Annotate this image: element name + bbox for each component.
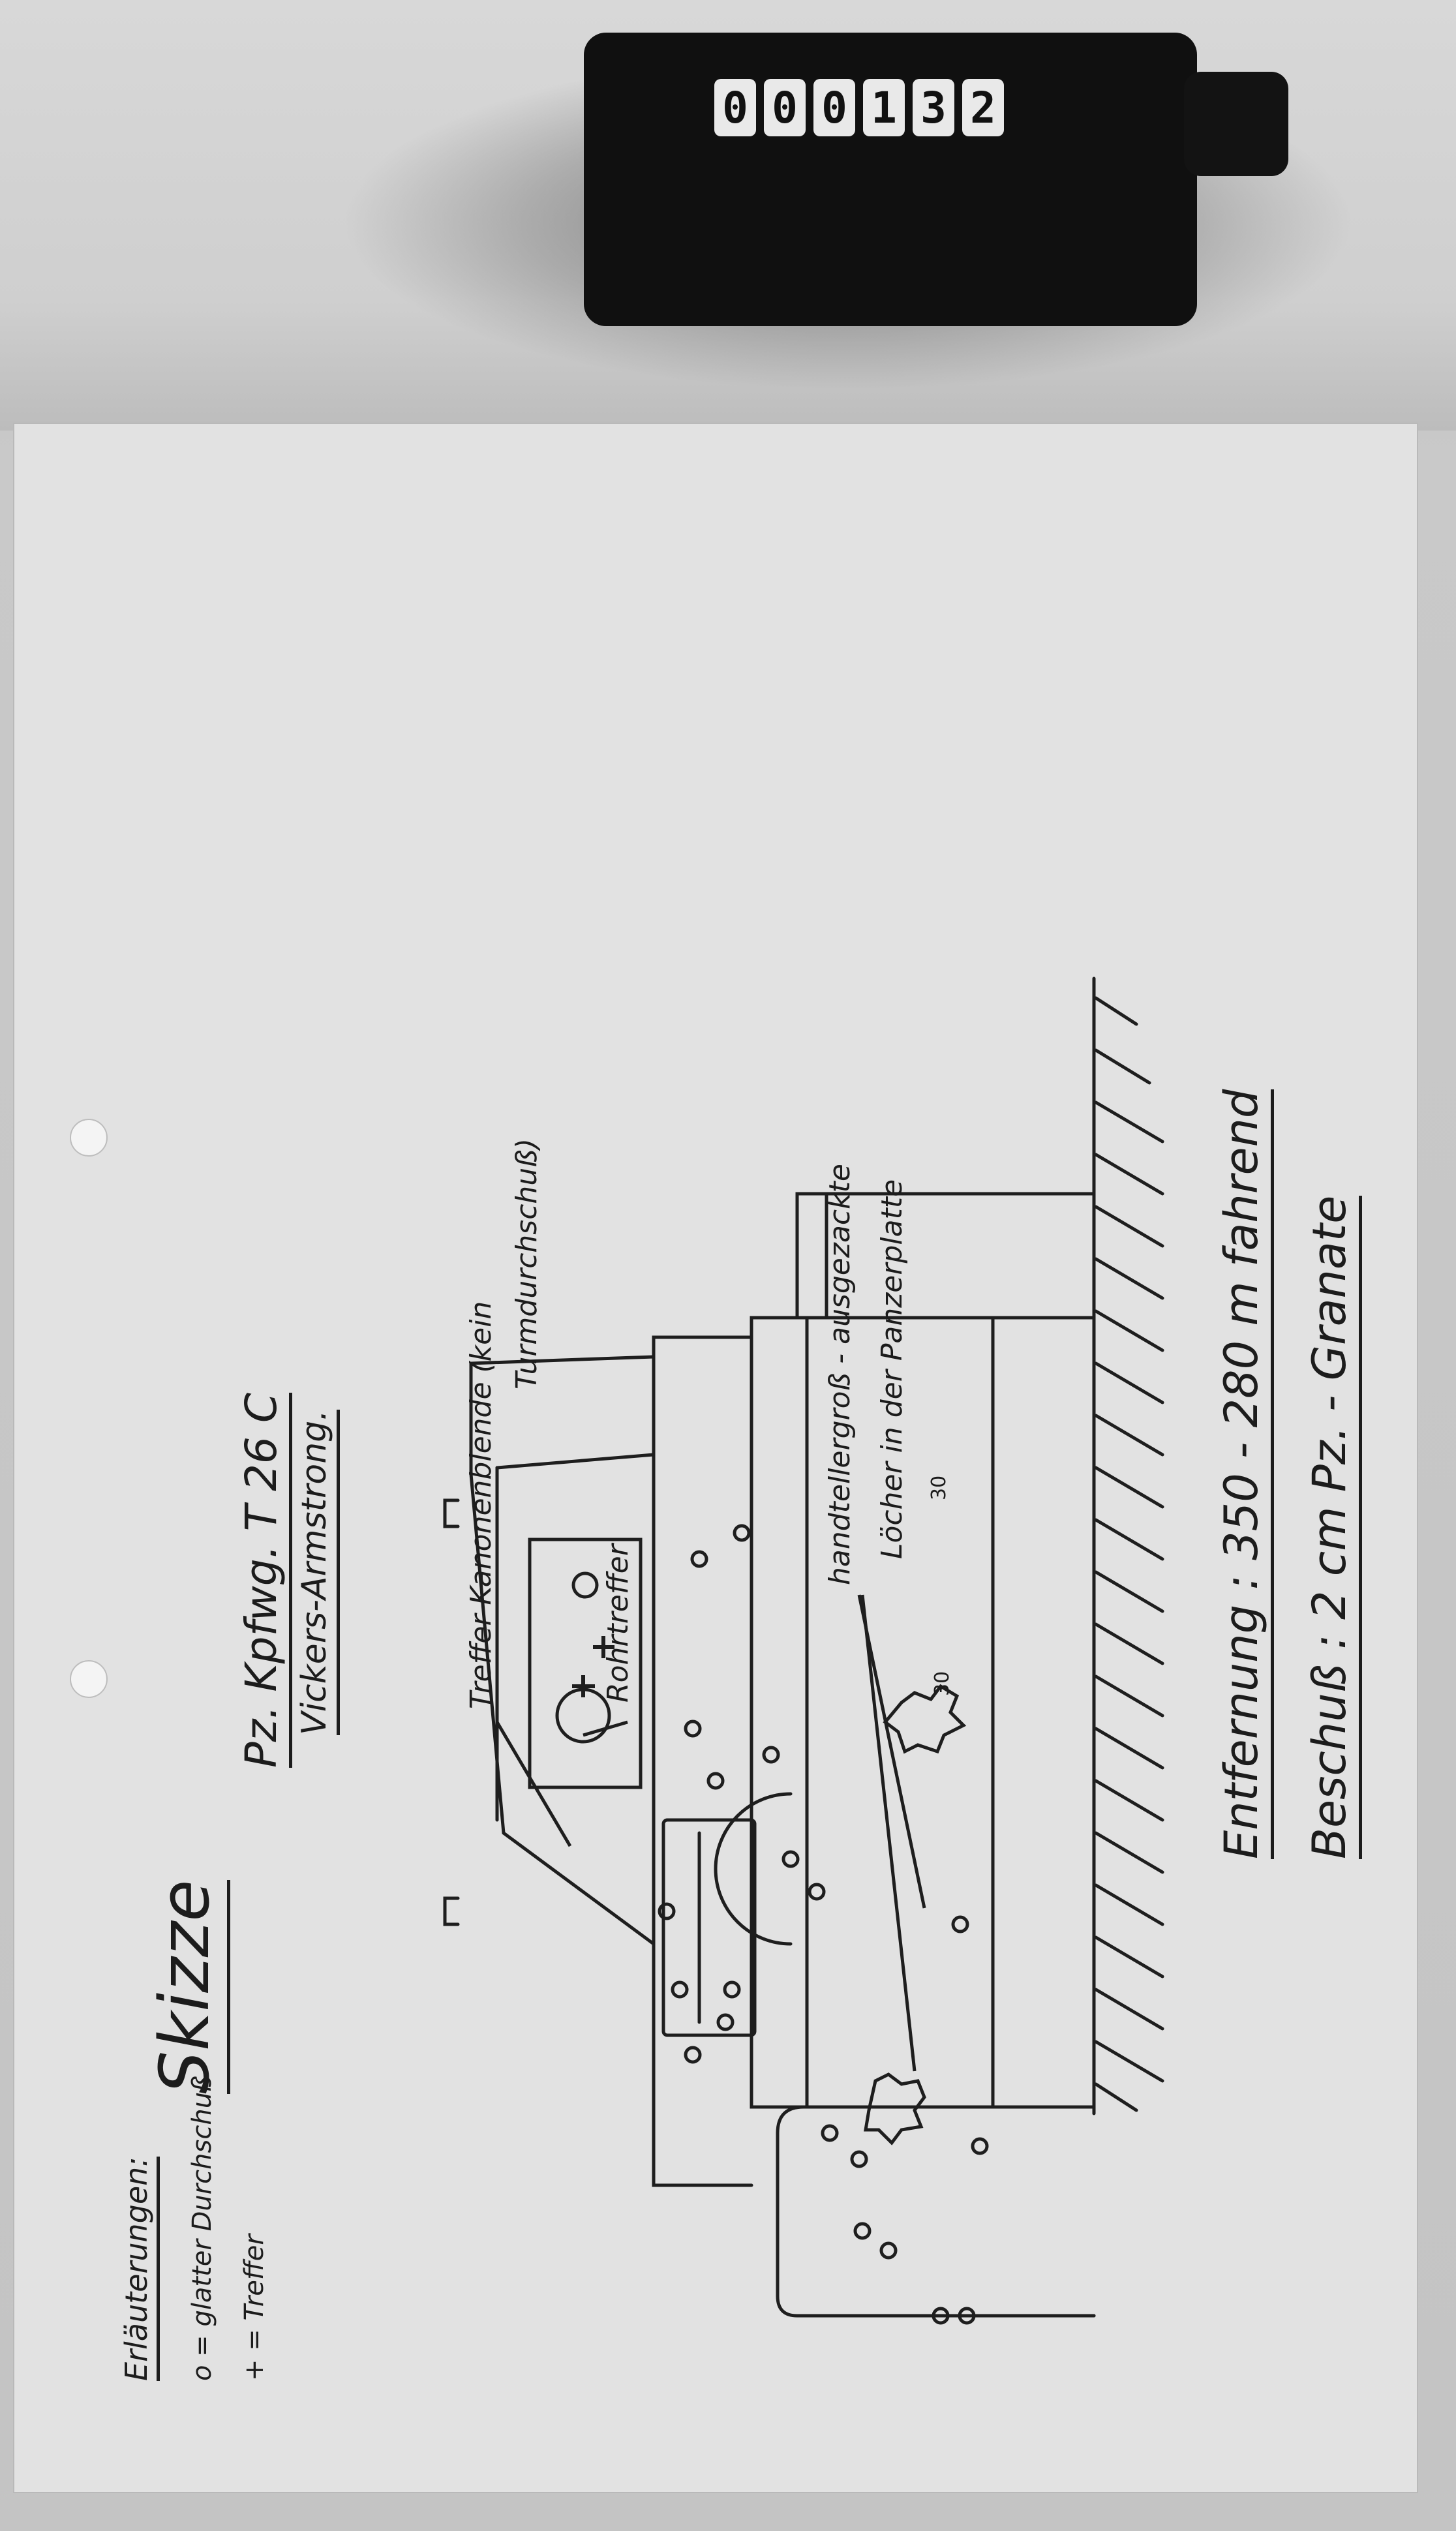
annotation-holes-line-2: Löcher in der Panzerplatte	[875, 1179, 909, 1559]
hole-size-label: 30	[928, 1476, 950, 1500]
vehicle-line-2: Vickers-Armstrong.	[295, 1410, 340, 1735]
counter-knob	[1184, 72, 1288, 176]
legend-item: o = glatter Durchschuß	[187, 2076, 217, 2381]
hole-size-label: 30	[931, 1671, 954, 1696]
punch-hole	[70, 1660, 108, 1698]
vehicle-maker: Vickers-Armstrong.	[295, 1410, 340, 1735]
annotation-gun-mantlet-cont: Turmdurchschuß)	[510, 1138, 543, 1389]
legend-heading: Erläuterungen:	[119, 2157, 160, 2381]
vehicle-line-1: Pz. Kpfwg. T 26 C	[236, 1393, 292, 1768]
legend-item: + = Treffer	[239, 2234, 269, 2381]
annotation-gun-mantlet-line-1: Treffer Kanonenblende (kein	[464, 1301, 498, 1709]
ammo-text: Beschuß : 2 cm Pz. - Granate	[1303, 1195, 1362, 1859]
counter-digit: 0	[764, 79, 806, 136]
ammo-line: Beschuß : 2 cm Pz. - Granate	[1303, 1195, 1362, 1859]
leader-arrows	[495, 1594, 926, 2072]
annotation-holes-line-1: handtellergroß - ausgezackte	[823, 1164, 857, 1585]
punch-hole	[70, 1119, 108, 1157]
vehicle-sketch	[443, 977, 1164, 2325]
upper-hull	[652, 1335, 753, 2187]
sketch-sheet: Skizze Pz. Kpfwg. T 26 C Vickers-Armstro…	[14, 424, 1417, 2492]
legend-heading-text: Erläuterungen:	[119, 2157, 160, 2381]
frame-counter-display: 0 0 0 1 3 2	[714, 75, 1080, 140]
hit-crosses	[572, 1636, 614, 1697]
range-text: Entfernung : 350 - 280 m fahrend	[1215, 1089, 1274, 1859]
legend-item-text: + = Treffer	[239, 2234, 269, 2381]
hull-body	[750, 1316, 1096, 2109]
counter-digit: 0	[714, 79, 756, 136]
turret-outline	[469, 1355, 656, 1946]
hole-size-text: 30	[928, 1475, 950, 1500]
front-fender	[776, 2105, 1096, 2318]
counter-digit: 2	[962, 79, 1004, 136]
counter-digit: 0	[813, 79, 855, 136]
annotation-gun-mantlet-line-2: Turmdurchschuß)	[510, 1138, 543, 1389]
annotation-gun-mantlet: Treffer Kanonenblende (kein	[464, 1301, 498, 1709]
coax-port	[571, 1571, 599, 1599]
jagged-holes	[864, 1684, 967, 2145]
counter-digit: 1	[863, 79, 905, 136]
shot-markers	[658, 1524, 989, 2325]
driver-visor	[661, 1818, 757, 2037]
annotation-barrel-text: Rohrtreffer	[601, 1544, 635, 1703]
vehicle-designation: Pz. Kpfwg. T 26 C	[236, 1393, 292, 1768]
ground-hatching	[1094, 996, 1164, 2112]
annotation-jagged-holes: handtellergroß - ausgezackte	[823, 1164, 857, 1585]
legend-item-text: o = glatter Durchschuß	[187, 2075, 217, 2381]
gun-mantlet	[528, 1538, 643, 1789]
annotation-jagged-holes-cont: Löcher in der Panzerplatte	[875, 1179, 909, 1559]
sheet-title: Skizze	[145, 1879, 230, 2094]
sheet-title-text: Skizze	[145, 1879, 230, 2094]
range-line: Entfernung : 350 - 280 m fahrend	[1215, 1089, 1274, 1859]
hole-size-text: 30	[931, 1671, 954, 1696]
counter-digit: 3	[913, 79, 954, 136]
annotation-barrel-hit: Rohrtreffer	[601, 1544, 635, 1703]
